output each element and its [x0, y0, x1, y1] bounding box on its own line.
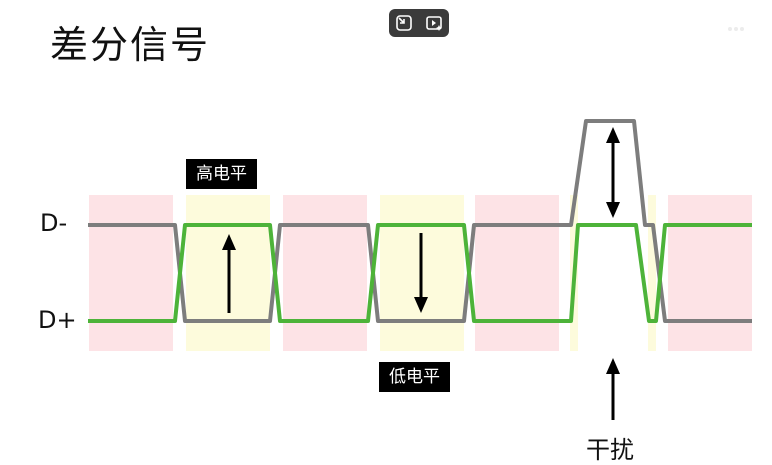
d-plus-signal	[88, 223, 752, 323]
low-level-label: 低电平	[379, 362, 450, 392]
exit-fullscreen-icon[interactable]	[393, 12, 415, 34]
interference-arrow	[606, 358, 620, 420]
media-toolbar	[389, 9, 449, 37]
region-backgrounds	[89, 195, 752, 351]
video-sparkle-icon[interactable]	[423, 12, 445, 34]
interference-double-arrow	[606, 127, 620, 218]
high-region	[648, 195, 656, 351]
low-level-arrow	[414, 233, 428, 313]
high-level-label: 高电平	[186, 159, 257, 189]
low-region	[89, 195, 173, 351]
low-region	[475, 195, 559, 351]
high-level-arrow	[222, 234, 236, 313]
d-minus-signal	[88, 119, 752, 323]
low-region	[283, 195, 367, 351]
low-region	[668, 195, 752, 351]
d-minus-label: D-	[40, 209, 68, 237]
interference-label: 干扰	[586, 436, 634, 464]
page-title: 差分信号	[50, 23, 211, 67]
d-plus-label: D+	[38, 306, 77, 334]
corner-indicator	[728, 16, 752, 31]
